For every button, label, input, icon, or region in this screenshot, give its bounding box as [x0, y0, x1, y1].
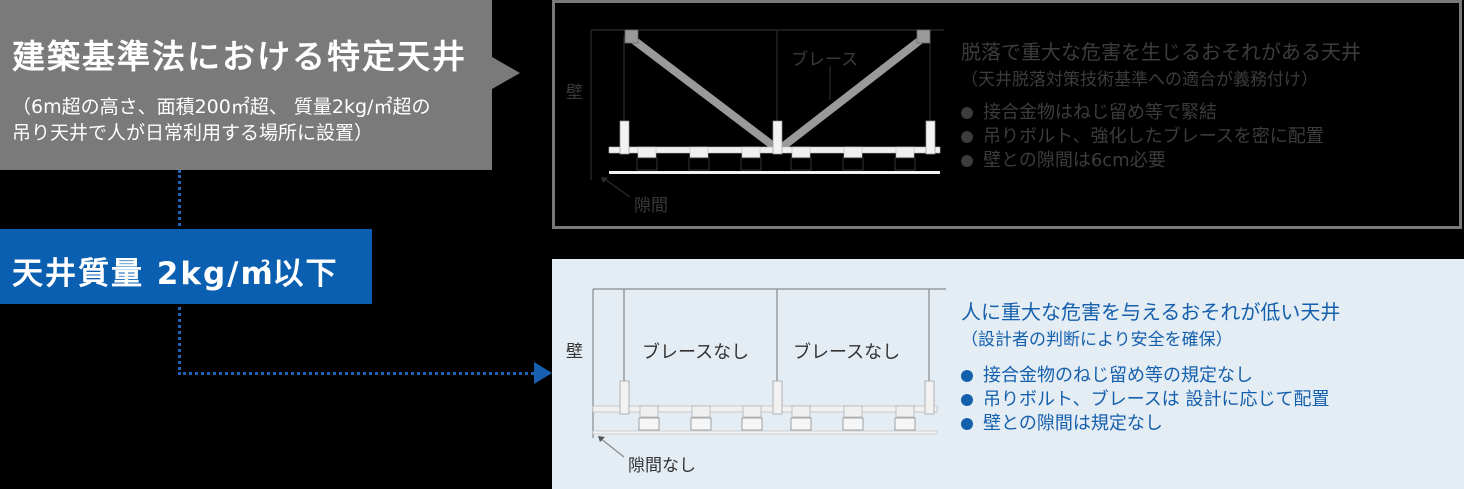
bullet-icon: [961, 155, 973, 167]
bullet-text: 接合金物はねじ留め等で緊結: [983, 102, 1217, 123]
top-panel-bullets: 接合金物はねじ留め等で緊結 吊りボルト、強化したブレースを密に配置 壁との隙間は…: [961, 101, 1324, 173]
specified-ceiling-callout: [0, 0, 492, 170]
list-item: 壁との隙間は6cm必要: [961, 149, 1324, 173]
bottom-panel-subtitle: （設計者の判断により安全を確保）: [961, 330, 1233, 350]
bullet-icon: [961, 370, 973, 382]
bottom-panel-title: 人に重大な危害を与えるおそれが低い天井: [961, 300, 1341, 324]
list-item: 接合金物はねじ留め等で緊結: [961, 101, 1324, 125]
brace-label: ブレース: [791, 50, 859, 70]
callout-title: 建築基準法における特定天井: [12, 37, 467, 76]
gap-label: 隙間: [634, 196, 668, 216]
no-gap-label: 隙間なし: [628, 456, 696, 476]
general-ceiling-panel: [552, 259, 1464, 489]
dotted-connector-horizontal: [178, 372, 534, 375]
mass-label-text: 天井質量 2kg/m: [12, 256, 275, 292]
bullet-icon: [961, 107, 973, 119]
bullet-text: 壁との隙間は規定なし: [983, 413, 1163, 434]
callout-arrow-icon: [492, 57, 520, 89]
bullet-icon: [961, 418, 973, 430]
mass-label-suffix: 以下: [272, 256, 339, 292]
bullet-icon: [961, 394, 973, 406]
wall-label: 壁: [566, 83, 583, 103]
bullet-text: 壁との隙間は6cm必要: [983, 150, 1166, 171]
specified-ceiling-panel: [552, 0, 1462, 229]
top-panel-title: 脱落で重大な危害を生じるおそれがある天井: [961, 40, 1361, 64]
bullet-text: 吊りボルト、ブレースは 設計に応じて配置: [983, 389, 1330, 410]
bullet-text: 接合金物のねじ留め等の規定なし: [983, 365, 1253, 386]
mass-threshold-label-box: [0, 229, 372, 304]
no-brace-label: ブレースなし: [642, 342, 750, 363]
top-panel-subtitle: （天井脱落対策技術基準への適合が義務付け）: [961, 70, 1318, 90]
bullet-icon: [961, 131, 973, 143]
wall-label: 壁: [566, 342, 583, 362]
arrow-right-icon: [534, 362, 552, 384]
no-brace-label: ブレースなし: [793, 342, 901, 363]
list-item: 吊りボルト、ブレースは 設計に応じて配置: [961, 388, 1329, 412]
list-item: 接合金物のねじ留め等の規定なし: [961, 364, 1329, 388]
list-item: 壁との隙間は規定なし: [961, 412, 1329, 436]
mass-threshold-label: 天井質量 2kg/m2以下: [12, 248, 339, 293]
list-item: 吊りボルト、強化したブレースを密に配置: [961, 125, 1324, 149]
bottom-panel-bullets: 接合金物のねじ留め等の規定なし 吊りボルト、ブレースは 設計に応じて配置 壁との…: [961, 364, 1329, 436]
mass-label-superscript: 2: [260, 258, 273, 274]
callout-subtitle: （6m超の高さ、面積200㎡超、 質量2kg/㎡超の 吊り天井で人が日常利用する…: [12, 96, 431, 144]
bullet-text: 吊りボルト、強化したブレースを密に配置: [983, 126, 1324, 147]
